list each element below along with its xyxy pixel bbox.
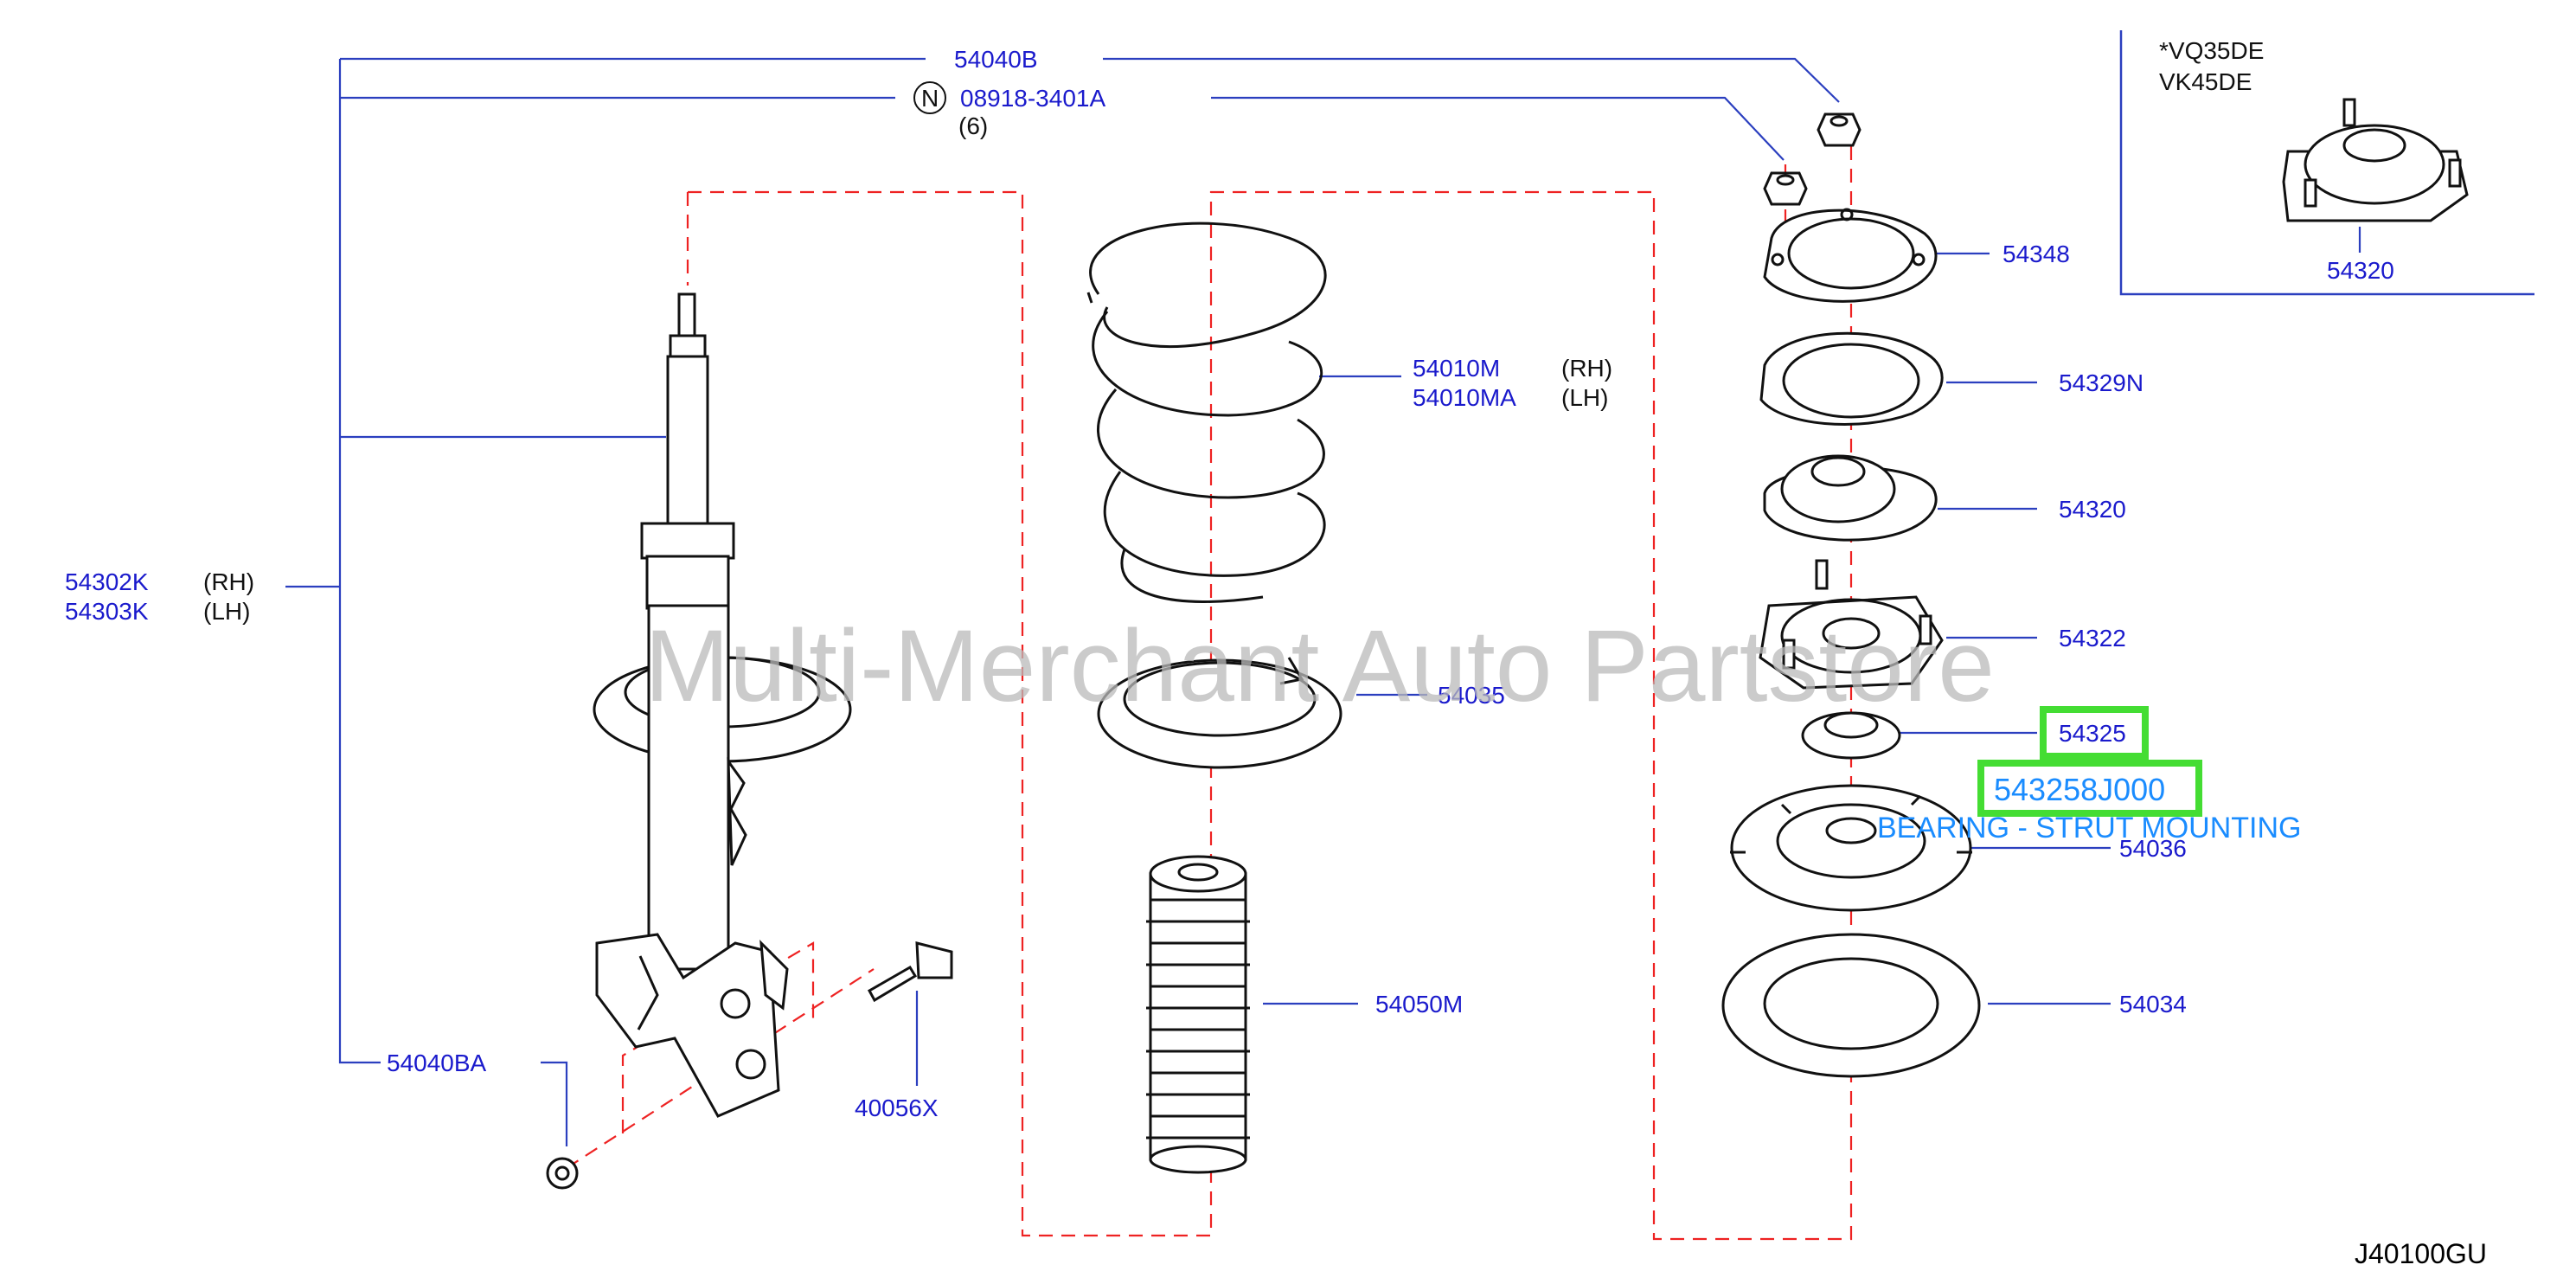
note-symbol: N xyxy=(913,81,946,114)
callout-54322[interactable]: 54322 xyxy=(2059,625,2126,652)
callout-08918-qty: (6) xyxy=(958,112,988,139)
callout-54010MA[interactable]: 54010MA xyxy=(1413,384,1516,411)
callout-54035[interactable]: 54035 xyxy=(1438,682,1505,709)
callout-54040B[interactable]: 54040B xyxy=(954,46,1038,73)
drawing-code: J40100GU xyxy=(2355,1238,2487,1269)
upper-nut-2 xyxy=(1763,171,1808,206)
callout-54034[interactable]: 54034 xyxy=(2119,991,2187,1018)
watermark: Multi-Merchant Auto Partstore xyxy=(644,609,1995,723)
callout-54329N[interactable]: 54329N xyxy=(2059,369,2143,396)
callout-54302K-side: (RH) xyxy=(203,568,254,595)
bump-stop-boot xyxy=(1146,855,1250,1174)
callout-54010M-side: (RH) xyxy=(1561,355,1612,382)
callout-54040BA[interactable]: 54040BA xyxy=(387,1050,487,1076)
mount-54320 xyxy=(1763,454,1938,542)
callout-40056X[interactable]: 40056X xyxy=(855,1095,939,1121)
callout-54050M[interactable]: 54050M xyxy=(1375,991,1463,1018)
inset-engine-line-1: *VQ35DE xyxy=(2159,37,2264,64)
inset-mount-icon xyxy=(2282,98,2469,222)
callout-54348[interactable]: 54348 xyxy=(2002,241,2070,267)
callout-54325[interactable]: 54325 xyxy=(2059,720,2126,747)
spring-seat-54035 xyxy=(1097,657,1342,769)
strut-bolt xyxy=(867,941,953,1003)
callout-54303K[interactable]: 54303K xyxy=(65,598,149,625)
highlight-description: BEARING - STRUT MOUNTING xyxy=(1877,812,2302,844)
callout-54320[interactable]: 54320 xyxy=(2059,496,2126,523)
strut-nut xyxy=(546,1157,579,1190)
note-symbol-letter: N xyxy=(921,85,939,112)
inset-callout-54320[interactable]: 54320 xyxy=(2327,257,2394,284)
plate-54348 xyxy=(1763,208,1938,303)
insulator-54034 xyxy=(1721,933,1981,1078)
leader-lines xyxy=(285,57,2361,1146)
seat-54036 xyxy=(1730,784,1972,912)
coil-spring xyxy=(1086,221,1327,603)
callout-54303K-side: (LH) xyxy=(203,598,250,625)
strut-assembly xyxy=(593,292,852,1118)
gasket-54329N xyxy=(1759,331,1944,426)
callout-54302K[interactable]: 54302K xyxy=(65,568,149,595)
highlight-part-number[interactable]: 543258J000 xyxy=(1994,772,2165,807)
mount-54322 xyxy=(1759,559,1944,690)
highlight-box-54325 xyxy=(2040,706,2149,760)
callout-54036[interactable]: 54036 xyxy=(2119,835,2187,862)
upper-nut-1 xyxy=(1817,112,1862,147)
inset-box xyxy=(2119,30,2534,296)
inset-engine-line-2: VK45DE xyxy=(2159,68,2252,95)
callout-54010MA-side: (LH) xyxy=(1561,384,1608,411)
bearing-54325 xyxy=(1801,711,1901,760)
highlight-box-part-number xyxy=(1977,760,2202,817)
callout-08918-3401A[interactable]: 08918-3401A xyxy=(960,85,1105,112)
callout-54010M[interactable]: 54010M xyxy=(1413,355,1500,382)
